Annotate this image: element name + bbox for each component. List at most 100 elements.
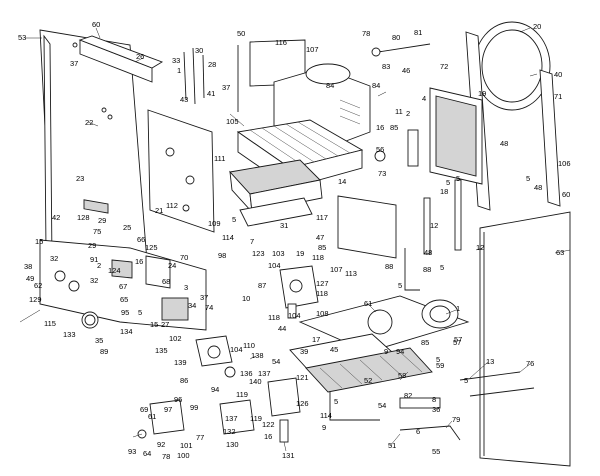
callout-108: 108: [316, 309, 329, 318]
control-knob-2: [68, 280, 80, 292]
pipe-bend: [404, 248, 420, 291]
callout-110: 110: [243, 341, 255, 350]
callout-91: 91: [90, 255, 98, 264]
chamber-rear-panel: [147, 109, 215, 233]
plate-heat-exchanger: [305, 347, 433, 393]
callout-48c: 48: [424, 248, 432, 257]
callout-79: 79: [452, 415, 460, 424]
callout-72: 72: [440, 62, 448, 71]
callout-85c: 85: [421, 338, 429, 347]
callout-82: 82: [404, 391, 412, 400]
drain-fitting: [399, 397, 441, 409]
callout-85: 85: [390, 123, 398, 132]
callout-76: 76: [526, 359, 534, 368]
callout-10: 10: [242, 294, 250, 303]
callout-43: 43: [180, 95, 188, 104]
callout-85b: 85: [318, 243, 326, 252]
electrode-rod-2: [192, 47, 196, 105]
callout-132: 132: [223, 427, 236, 436]
callout-65: 65: [120, 295, 128, 304]
callout-93: 93: [128, 447, 136, 456]
callout-88: 88: [385, 262, 393, 271]
pump-head: [429, 305, 451, 323]
callout-71: 71: [554, 92, 562, 101]
callout-111: 111: [214, 154, 225, 163]
callout-134: 134: [120, 327, 133, 336]
callout-22: 22: [85, 118, 93, 127]
callout-9b: 9: [384, 347, 388, 356]
callout-121: 121: [296, 373, 309, 382]
callout-66: 66: [137, 235, 145, 244]
lower-pipe-3: [399, 425, 461, 441]
callout-92: 92: [157, 440, 165, 449]
pressure-gauge-ring: [84, 314, 96, 326]
callout-25: 25: [123, 223, 131, 232]
front-cover: [479, 211, 571, 467]
callout-69: 69: [140, 405, 148, 414]
lower-pipe-2: [469, 387, 535, 397]
callout-94b: 94: [396, 347, 404, 356]
callout-1b: 1: [177, 66, 181, 75]
gas-valve-coil: [289, 279, 303, 293]
filling-valve-stem: [279, 419, 289, 443]
callout-104: 104: [230, 345, 243, 354]
safety-valve: [219, 399, 255, 435]
electrode-rod-3: [202, 54, 205, 99]
callout-15b: 15: [150, 320, 158, 329]
callout-67: 67: [119, 282, 127, 291]
callout-60: 60: [92, 20, 100, 29]
callout-27: 27: [161, 320, 169, 329]
diverter-valve: [367, 309, 393, 335]
callout-61: 61: [364, 299, 372, 308]
callout-112: 112: [166, 201, 178, 210]
fixing-nut: [371, 47, 381, 57]
callout-9: 9: [322, 423, 326, 432]
callout-107b: 107: [330, 265, 343, 274]
callout-5b: 5: [232, 215, 236, 224]
fixing-bar: [377, 43, 431, 53]
callout-124: 124: [108, 266, 121, 275]
callout-117: 117: [316, 213, 328, 222]
callout-35: 35: [95, 336, 103, 345]
callout-62: 62: [34, 281, 42, 290]
callout-2: 2: [97, 261, 101, 270]
callout-47: 47: [316, 233, 324, 242]
callout-70: 70: [180, 253, 188, 262]
callout-19: 19: [478, 89, 486, 98]
callout-31: 31: [280, 221, 288, 230]
valve-port: [207, 345, 221, 359]
callout-118: 118: [312, 253, 324, 262]
callout-52: 52: [364, 376, 372, 385]
callout-50: 50: [237, 29, 245, 38]
callout-56: 56: [376, 145, 384, 154]
callout-130: 130: [226, 440, 239, 449]
callout-87: 87: [258, 281, 266, 290]
callout-119: 119: [236, 390, 248, 399]
callout-114b: 114: [320, 411, 332, 420]
callout-49: 49: [26, 274, 34, 283]
expansion-vessel-ring: [481, 29, 543, 103]
callout-114: 114: [222, 233, 234, 242]
filling-valve: [267, 377, 301, 417]
panel-hole-2: [185, 175, 195, 185]
callout-97: 97: [164, 405, 172, 414]
frame-hole-2: [107, 114, 113, 120]
top-bracket-lip: [78, 35, 164, 69]
callout-17: 17: [312, 335, 320, 344]
callout-64: 64: [143, 449, 151, 458]
callout-45: 45: [330, 345, 338, 354]
callout-29b: 29: [88, 241, 96, 250]
callout-40: 40: [554, 70, 562, 79]
callout-44: 44: [278, 324, 286, 333]
callout-94: 94: [211, 385, 219, 394]
callout-99: 99: [190, 403, 198, 412]
callout-37b: 37: [200, 293, 208, 302]
callout-101: 101: [180, 441, 193, 450]
tap-body: [149, 399, 185, 435]
lower-pipe: [459, 371, 521, 381]
callout-5i: 5: [456, 174, 460, 183]
callout-113: 113: [345, 269, 357, 278]
callout-12b: 12: [476, 243, 484, 252]
lower-pipe-bend: [329, 392, 380, 421]
